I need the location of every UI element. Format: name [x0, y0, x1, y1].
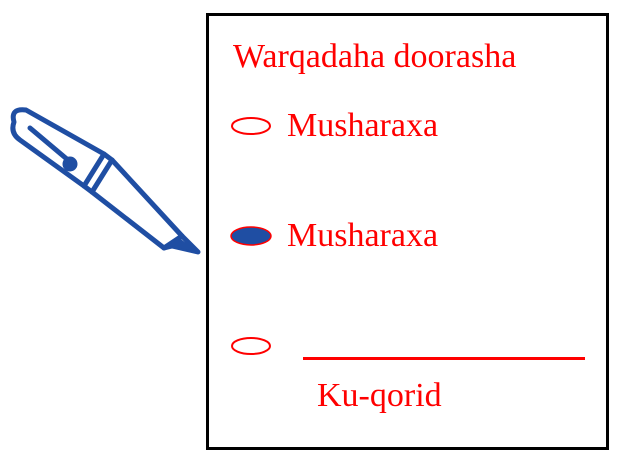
option-label: Musharaxa	[287, 217, 439, 254]
empty-oval-icon[interactable]	[229, 335, 273, 357]
ballot-title: Warqadaha doorasha	[233, 38, 517, 75]
ballot-option-2[interactable]: Musharaxa	[229, 214, 438, 258]
ballot-option-1[interactable]: Musharaxa	[229, 104, 438, 148]
filled-oval-icon[interactable]	[229, 225, 273, 247]
ballot-option-write-in[interactable]	[229, 324, 585, 368]
write-in-caption: Ku-qorid	[317, 377, 442, 414]
empty-oval-icon[interactable]	[229, 115, 273, 137]
option-label: Musharaxa	[287, 107, 439, 144]
ballot-paper: Warqadaha doorasha Musharaxa Musharaxa K…	[206, 13, 609, 450]
write-in-line[interactable]	[303, 356, 585, 360]
pen-icon	[10, 107, 201, 255]
